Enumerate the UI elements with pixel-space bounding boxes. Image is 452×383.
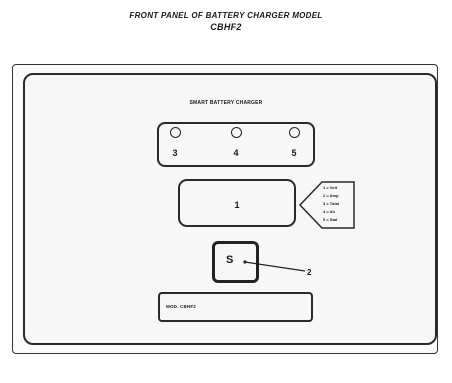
led-indicator-5 bbox=[289, 127, 300, 138]
display-number: 1 bbox=[234, 200, 240, 210]
led-indicator-box bbox=[157, 122, 315, 167]
legend-line-3: 3 = Total bbox=[323, 201, 340, 206]
led-number-5: 5 bbox=[291, 148, 297, 158]
model-plate bbox=[158, 292, 313, 322]
led-number-4: 4 bbox=[233, 148, 239, 158]
diagram-model-title: CBHF2 bbox=[210, 22, 242, 32]
diagram-title: FRONT PANEL OF BATTERY CHARGER MODEL bbox=[129, 11, 323, 20]
switch-callout-dot bbox=[243, 260, 247, 264]
switch-callout-number: 2 bbox=[307, 268, 312, 277]
model-plate-text: MOD. CBHF2 bbox=[166, 304, 196, 309]
legend-callout-shape bbox=[298, 181, 355, 229]
switch-label: S bbox=[226, 254, 234, 266]
charger-switch[interactable] bbox=[212, 241, 259, 283]
display-screen bbox=[178, 179, 296, 227]
led-indicator-3 bbox=[170, 127, 181, 138]
led-indicator-4 bbox=[231, 127, 242, 138]
legend-line-1: 1 = Volt bbox=[323, 185, 338, 190]
panel-label: SMART BATTERY CHARGER bbox=[189, 100, 263, 106]
switch-callout-line bbox=[244, 261, 306, 272]
front-panel bbox=[23, 73, 437, 345]
led-number-3: 3 bbox=[172, 148, 178, 158]
legend-line-4: 4 = Ah bbox=[323, 209, 335, 214]
legend-line-2: 2 = Amp bbox=[323, 193, 339, 198]
legend-line-5: 5 = Stat bbox=[323, 217, 338, 222]
